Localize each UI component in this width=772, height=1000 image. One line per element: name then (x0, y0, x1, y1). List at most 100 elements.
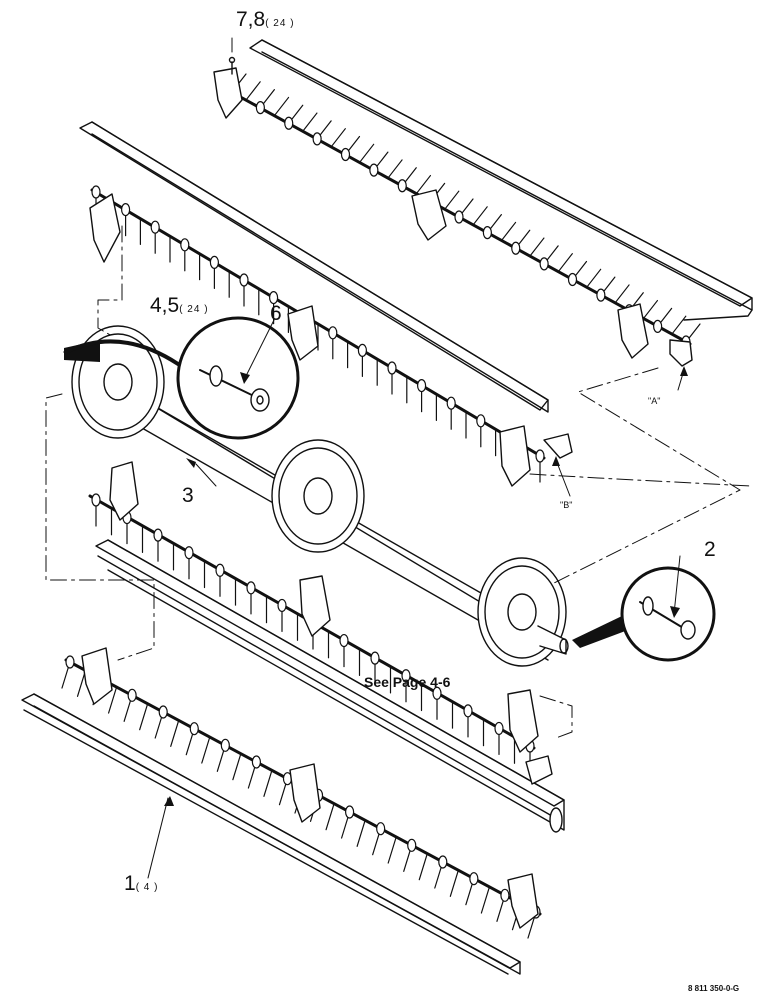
collar (432, 686, 442, 700)
collar (370, 651, 380, 665)
collar (500, 888, 510, 902)
reel-shaft-assembly (63, 325, 569, 667)
collar (401, 669, 411, 683)
collar (255, 101, 265, 115)
tine (614, 284, 630, 304)
reel-bat-third (88, 461, 565, 833)
collar (511, 241, 521, 255)
callout-4-5-qty: ( 24 ) (179, 304, 209, 315)
marker-a: "A" (648, 396, 661, 406)
collar (251, 755, 261, 769)
tine (449, 869, 459, 897)
collar (345, 805, 355, 819)
collar (482, 226, 492, 240)
figure-code: 8 811 350-0-G (688, 984, 740, 993)
see-page-note: See Page 4-6 (364, 674, 451, 690)
collar (284, 116, 294, 130)
collar (184, 546, 194, 560)
collar (91, 185, 101, 199)
collar (357, 343, 367, 357)
tine (557, 253, 573, 273)
collar (220, 738, 230, 752)
collar (463, 704, 473, 718)
tine (444, 190, 460, 210)
tine (356, 819, 366, 847)
collar (120, 203, 131, 217)
collar (376, 822, 386, 836)
tine (500, 221, 517, 242)
tine (330, 128, 346, 148)
collar (369, 163, 379, 177)
callout-3: 3 (182, 484, 194, 507)
collar (189, 722, 199, 736)
tine (107, 686, 118, 714)
collar (397, 179, 407, 193)
callout-4-5-number: 4,5 (150, 294, 180, 317)
collar (127, 688, 137, 702)
tine (586, 268, 602, 288)
collar (567, 272, 578, 287)
tine (245, 81, 261, 101)
callout-2: 2 (704, 538, 716, 561)
collar (65, 655, 75, 669)
callout-1: 1( 4 ) (124, 872, 158, 896)
collar (438, 855, 448, 869)
marker-b: "B" (560, 500, 573, 510)
collar (158, 705, 168, 719)
collar (246, 581, 256, 595)
collar (476, 414, 486, 428)
callout-6: 6 (270, 302, 282, 325)
collar (494, 721, 504, 736)
tine (170, 719, 180, 747)
collar (277, 598, 287, 613)
tine (671, 315, 687, 335)
collar (387, 361, 397, 375)
tine (325, 803, 335, 831)
collar (239, 273, 249, 287)
connector-lines (45, 225, 751, 739)
callout-7-8-number: 7,8 (236, 8, 266, 31)
collar (153, 528, 163, 542)
collar (209, 255, 219, 269)
collar (407, 838, 417, 852)
tine (232, 753, 242, 781)
tine (642, 299, 659, 320)
collar (215, 563, 225, 577)
tine (273, 96, 290, 117)
callout-7-8: 7,8( 24 ) (236, 8, 295, 32)
callout-1-qty: ( 4 ) (135, 882, 159, 893)
tine (529, 237, 545, 257)
collar (312, 132, 322, 146)
tine (472, 206, 488, 226)
collar (454, 210, 464, 224)
collar (446, 396, 456, 410)
collar (91, 493, 101, 507)
tine (302, 112, 318, 132)
collar (535, 449, 545, 463)
collar (596, 288, 606, 302)
collar (328, 326, 338, 340)
collar (150, 220, 160, 234)
tine (387, 836, 397, 864)
callout-4-5: 4,5( 24 ) (150, 294, 209, 318)
tine (387, 159, 403, 179)
tine (480, 886, 490, 914)
collar (653, 319, 663, 333)
leader-lines (147, 37, 685, 879)
detail-6 (64, 316, 300, 440)
collar (539, 257, 549, 271)
detail-2 (572, 566, 716, 662)
reel-bat-top (213, 39, 753, 367)
collar (469, 872, 479, 886)
tine (201, 736, 211, 764)
tine (263, 769, 273, 797)
tine (359, 143, 375, 163)
collar (339, 633, 349, 648)
reel-bat-second (79, 121, 573, 487)
tine (139, 703, 149, 731)
collar (417, 379, 427, 393)
tine (418, 853, 428, 881)
reel-bat-bottom (21, 647, 542, 975)
callout-7-8-qty: ( 24 ) (265, 18, 295, 29)
